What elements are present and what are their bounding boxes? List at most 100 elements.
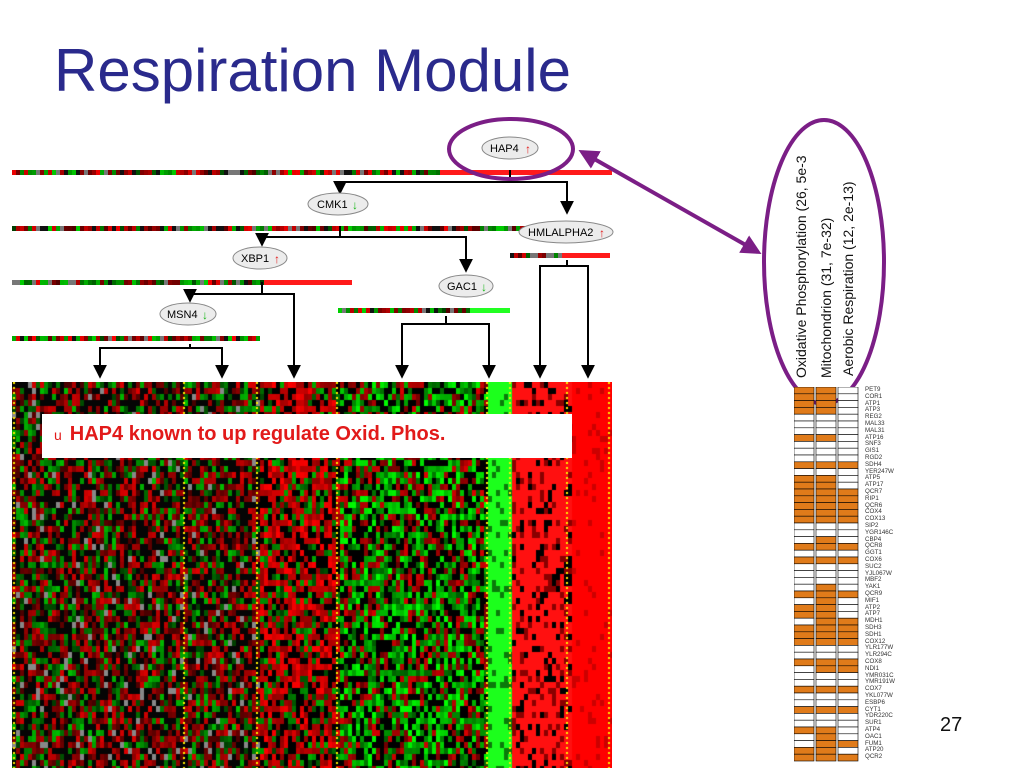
annotation-label-aerobic: Aerobic Respiration (12, 2e-13)	[840, 181, 856, 376]
expression-bar-segment	[172, 170, 176, 175]
expression-bar-segment	[192, 226, 196, 231]
expression-bar-segment	[232, 226, 236, 231]
expression-bar-segment	[180, 280, 184, 285]
annotation-cell	[815, 393, 837, 401]
annotation-cell	[815, 413, 837, 422]
expression-bar-segment	[470, 308, 474, 313]
expression-bar-segment	[20, 170, 24, 175]
annotation-cell	[815, 631, 837, 639]
annotation-cell	[837, 577, 859, 585]
expression-bar-segment	[344, 170, 348, 175]
annotation-cell	[837, 706, 859, 714]
annotation-cell	[794, 624, 815, 633]
gene-label: YLR294C	[865, 651, 892, 659]
expression-bar-segment	[176, 336, 180, 341]
expression-bar-segment	[454, 308, 458, 313]
expression-bar-segment	[192, 336, 196, 341]
expression-bar-segment	[196, 170, 200, 175]
expression-bar-segment	[16, 170, 20, 175]
expression-bar-segment	[228, 336, 232, 341]
expression-bar-segment	[516, 170, 520, 175]
annotation-cell	[815, 638, 837, 646]
expression-bar-segment	[48, 336, 52, 341]
annotation-cell	[815, 420, 837, 429]
expression-bar-segment	[268, 170, 272, 175]
expression-bar-segment	[164, 336, 168, 341]
gene-label: QCR6	[865, 501, 883, 509]
expression-bar-segment	[188, 170, 192, 175]
expression-bar-segment	[558, 253, 562, 258]
expression-bar-segment	[342, 308, 346, 313]
expression-bar-segment	[100, 226, 104, 231]
expression-bar-segment	[606, 253, 610, 258]
expression-bar-segment	[376, 170, 380, 175]
annotation-cell	[794, 645, 815, 653]
expression-bar-segment	[60, 336, 64, 341]
expression-bar-segment	[236, 280, 240, 285]
expression-bar-segment	[490, 308, 494, 313]
expression-bar-segment	[184, 280, 188, 285]
expression-bar-segment	[16, 226, 20, 231]
annotation-cell	[794, 447, 815, 456]
expression-bar-segment	[160, 280, 164, 285]
expression-bar-segment	[84, 280, 88, 285]
expression-bar-segment	[56, 336, 60, 341]
expression-bar-segment	[120, 336, 124, 341]
expression-bar-segment	[188, 226, 192, 231]
gene-label: MAL33	[865, 420, 885, 427]
annotation-cell	[815, 563, 837, 571]
gene-label: YGR146C	[865, 528, 894, 536]
expression-bar-segment	[328, 280, 332, 285]
expression-bar-segment	[418, 308, 422, 313]
expression-bar-segment	[596, 170, 600, 175]
expression-bar-segment	[220, 280, 224, 285]
expression-bar-segment	[212, 336, 216, 341]
expression-bar-segment	[308, 170, 312, 175]
expression-bar-segment	[56, 226, 60, 231]
expression-bar-segment	[92, 170, 96, 175]
expression-bar-segment	[44, 280, 48, 285]
annotation-cell	[815, 515, 837, 524]
expression-bar-segment	[100, 336, 104, 341]
expression-bar-segment	[416, 170, 420, 175]
expression-bar-segment	[220, 336, 224, 341]
expression-bar-segment	[188, 336, 192, 341]
expression-bar-segment	[406, 308, 410, 313]
annotation-cell	[794, 407, 815, 415]
expression-bar-segment	[164, 170, 168, 175]
expression-bar-segment	[92, 280, 96, 285]
expression-bar-segment	[148, 280, 152, 285]
expression-bar-segment	[144, 226, 148, 231]
expression-bar-segment	[172, 226, 176, 231]
expression-bar-segment	[292, 170, 296, 175]
annotation-cell	[837, 502, 859, 510]
annotation-cell	[815, 726, 837, 735]
expression-bar-segment	[200, 170, 204, 175]
expression-bar-segment	[320, 280, 324, 285]
annotation-cell	[815, 665, 837, 673]
hap4-highlight-ellipse	[447, 117, 575, 181]
expression-bar-segment	[328, 226, 332, 231]
expression-bar-segment	[48, 170, 52, 175]
annotation-cell	[837, 651, 859, 660]
expression-bar-segment	[268, 280, 272, 285]
expression-bar-segment	[216, 170, 220, 175]
expression-bar-segment	[44, 336, 48, 341]
annotation-cell	[815, 733, 837, 741]
annotation-cell	[815, 475, 837, 483]
expression-bar-segment	[140, 226, 144, 231]
expression-bar-segment	[518, 253, 522, 258]
bullet-icon: u	[54, 427, 62, 443]
annotation-cell	[837, 733, 859, 741]
annotation-cell	[815, 611, 837, 619]
expression-bar-segment	[390, 308, 394, 313]
annotation-cell	[794, 563, 815, 571]
tree-node-gac1: GAC1 ↓	[438, 274, 494, 298]
expression-bar-segment	[16, 280, 20, 285]
expression-bar-segment	[324, 280, 328, 285]
expression-bar-segment	[100, 170, 104, 175]
expression-bar-segment	[140, 280, 144, 285]
annotation-cell	[815, 536, 837, 544]
expression-bar-segment	[40, 226, 44, 231]
expression-bar-segment	[112, 336, 116, 341]
